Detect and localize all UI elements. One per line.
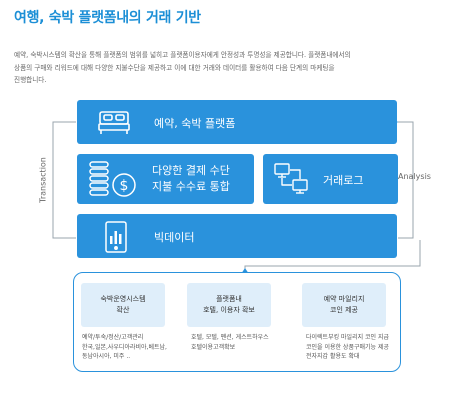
analysis-label: Analysis: [398, 172, 431, 181]
step-title-line: 예약 마일리지: [323, 295, 365, 303]
payment-block: $ 다양한 결제 수단 지불 수수료 통합: [77, 154, 254, 204]
description-line: 상품의 구매와 리워드에 대해 다양한 지불수단을 제공하고 이에 대한 거래와…: [14, 63, 335, 72]
step-title-line: 확산: [116, 306, 130, 314]
bigdata-label: 빅데이터: [154, 231, 195, 244]
note-line: 호텔이용고객확보: [191, 343, 236, 351]
step-title-line: 코인 제공: [330, 306, 358, 314]
note-line: 다이렉트부킹 마일리지 코인 지급: [306, 334, 390, 341]
step-mileage-coin: 예약 마일리지 코인 제공: [302, 283, 386, 327]
step-notes-operation: 예약/투숙/정산/고객관리 한국,일본,사우디아라비아,베트남, 동남아시아, …: [82, 333, 167, 362]
transaction-bracket: [52, 121, 76, 239]
transaction-log-block: 거래로그: [263, 154, 398, 204]
platform-label: 예약, 숙박 플랫폼: [154, 117, 236, 130]
step-platform-hotels: 플랫폼내 호텔, 이용자 확보: [187, 283, 271, 327]
tablet-chart-icon: [104, 221, 128, 253]
analysis-bracket: [398, 121, 414, 239]
payment-label-line: 다양한 결제 수단: [152, 164, 230, 177]
transaction-log-label: 거래로그: [323, 174, 364, 187]
transaction-label: Transaction: [38, 157, 48, 203]
step-title-line: 호텔, 이용자 확보: [203, 306, 255, 314]
payment-label-line: 지불 수수료 통합: [152, 180, 230, 193]
page-title: 여행, 숙박 플랫폼내의 거래 기반: [14, 10, 201, 26]
step-operation-system: 숙박운영시스템 확산: [81, 283, 165, 327]
step-title-line: 숙박운영시스템: [100, 295, 146, 303]
note-line: 전자지갑 활용도 확대: [306, 353, 360, 360]
step-notes-mileage: 다이렉트부킹 마일리지 코인 지급 코인을 이용한 상품구매기능 제공 전자지갑…: [306, 333, 389, 362]
step-notes-platform: 호텔, 모텔, 펜션, 게스트하우스 호텔이용고객확보: [191, 333, 269, 352]
bed-icon: [98, 109, 130, 135]
note-line: 예약/투숙/정산/고객관리: [82, 334, 144, 341]
note-line: 한국,일본,사우디아라비아,베트남,: [82, 343, 167, 351]
note-line: 코인을 이용한 상품구매기능 제공: [306, 343, 390, 351]
coins-dollar-icon: $: [88, 159, 138, 199]
note-line: 호텔, 모텔, 펜션, 게스트하우스: [191, 334, 269, 341]
description-line: 예약, 숙박시스템의 확산을 통해 플랫폼의 범위를 넓히고 플랫폼이용자에게 …: [14, 51, 351, 59]
network-computers-icon: [273, 162, 309, 196]
description: 예약, 숙박시스템의 확산을 통해 플랫폼의 범위를 넓히고 플랫폼이용자에게 …: [14, 49, 454, 87]
svg-text:$: $: [120, 178, 129, 194]
platform-block: 예약, 숙박 플랫폼: [77, 100, 397, 144]
note-line: 동남아시아, 미주 ..: [82, 353, 131, 360]
payment-label: 다양한 결제 수단 지불 수수료 통합: [152, 163, 230, 195]
step-title-line: 플랫폼내: [216, 295, 242, 303]
bigdata-block: 빅데이터: [77, 214, 397, 258]
description-line: 진행합니다.: [14, 76, 47, 84]
